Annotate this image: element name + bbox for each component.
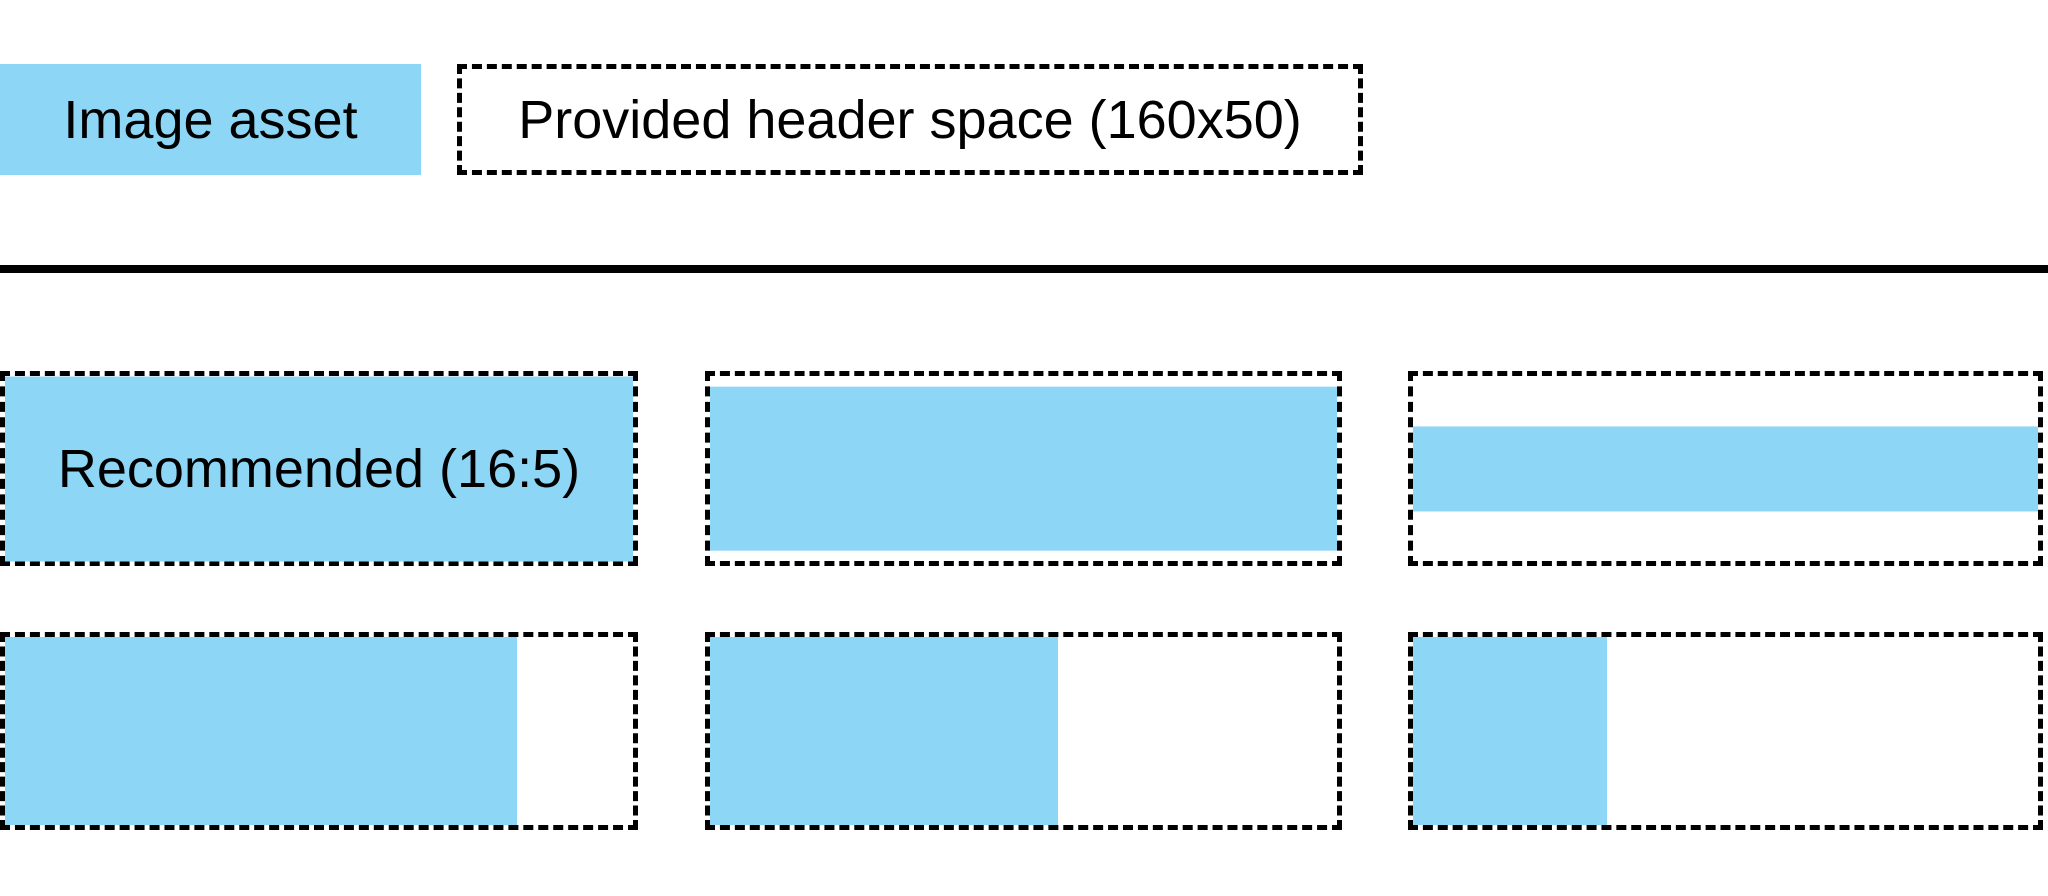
example-box-slightly-narrow [0,632,638,830]
example-box-wider-ratio [705,371,1342,566]
legend-header-space-box: Provided header space (160x50) [457,64,1363,175]
example-box-narrow [705,632,1342,830]
image-asset-fill-very-narrow [1413,637,1607,825]
image-asset-fill-slightly-narrow [5,637,517,825]
image-asset-fill-banner [1413,425,2038,512]
legend-image-asset-swatch: Image asset [0,64,421,175]
image-asset-fill-narrow [710,637,1058,825]
section-divider-line [0,265,2048,273]
example-box-recommended: Recommended (16:5) [0,371,638,566]
legend-header-space-label: Provided header space (160x50) [518,89,1302,150]
legend-image-asset-label: Image asset [63,89,358,150]
recommended-label: Recommended (16:5) [57,438,581,499]
image-asset-fill-wider [710,386,1337,551]
example-box-very-narrow [1408,632,2043,830]
image-asset-fill-recommended [5,376,633,561]
example-box-banner-ratio [1408,371,2043,566]
